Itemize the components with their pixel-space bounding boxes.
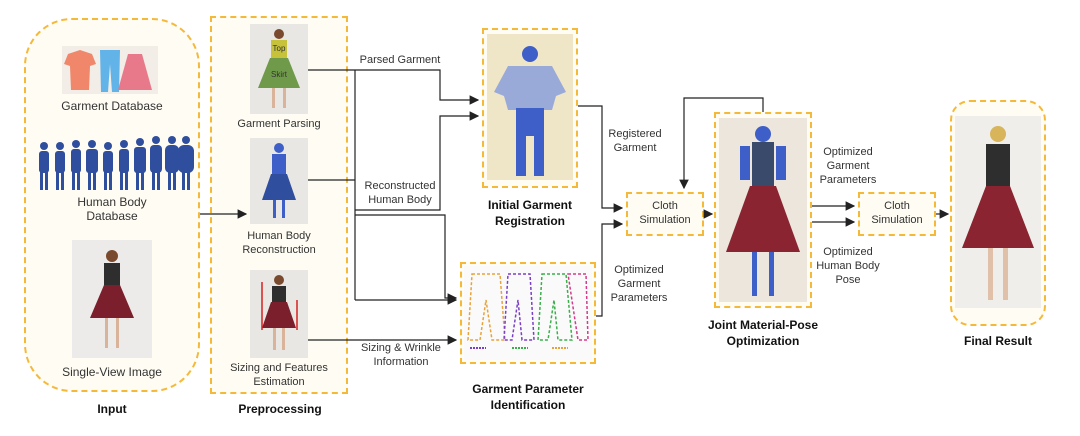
opt-garment-params-label-1: Optimized [823,146,873,158]
arrow-recon-to-param-id [355,214,458,303]
registered-garment-label-1: Registered [608,128,662,140]
recon-body-label-2: Human Body [368,194,432,206]
registration-title-1: Initial Garment [487,198,573,212]
joint-title-1: Joint Material-Pose [707,318,819,332]
sizing-features-image [250,270,308,358]
top-tag: Top [272,44,286,53]
input-title: Input [97,402,127,416]
preprocessing-title: Preprocessing [238,402,322,416]
garment-database-label: Garment Database [61,99,163,113]
human-body-database-label-1: Human Body [77,195,147,209]
garment-database-icons [62,46,158,94]
registration-figure [487,34,573,180]
param-id-title-1: Garment Parameter [472,382,584,396]
arrow-feedback-loop [679,97,764,190]
recon-label-2: Reconstruction [242,244,316,256]
opt-params-label-1: Optimized [614,264,664,276]
cloth-sim-1-label-2: Simulation [639,214,691,226]
final-result-title: Final Result [963,334,1032,348]
opt-pose-label-1: Optimized [823,246,873,258]
arrow-param-id-to-cloth-sim [596,219,624,317]
opt-pose-label-2: Human Body [816,260,880,272]
cloth-sim-box-1 [626,192,704,236]
joint-title-2: Optimization [726,334,800,348]
registered-garment-label-2: Garment [613,142,657,154]
cloth-sim-2-label-1: Cloth [884,200,910,212]
single-view-image-label: Single-View Image [62,365,162,379]
cloth-sim-box-2 [858,192,936,236]
single-view-image [72,240,152,358]
opt-pose-label-3: Pose [835,274,861,286]
arrow-registration-to-cloth-sim [578,105,624,213]
parsed-garment-label: Parsed Garment [359,54,441,66]
skirt-tag: Skirt [271,70,287,79]
param-id-title-2: Identification [490,398,566,412]
cloth-sim-2-label-2: Simulation [871,214,923,226]
cloth-sim-1-label-1: Cloth [652,200,678,212]
sizing-info-label-1: Sizing & Wrinkle [361,342,441,354]
garment-parsing-label: Garment Parsing [237,118,321,130]
recon-label-1: Human Body [247,230,311,242]
human-body-database-figures [39,136,194,190]
arrow-recon-to-registration [355,111,480,211]
sizing-info-label-2: Information [373,356,429,368]
opt-params-label-3: Parameters [610,292,668,304]
sizing-label-2: Estimation [253,376,305,388]
human-body-reconstruction-image [250,138,308,224]
final-result-figure [955,116,1041,308]
recon-body-label-1: Reconstructed [364,180,436,192]
garment-parsing-image [250,24,308,114]
registration-title-2: Registration [494,214,565,228]
opt-garment-params-label-2: Garment [826,160,870,172]
opt-params-label-2: Garment [617,278,661,290]
opt-garment-params-label-3: Parameters [819,174,877,186]
human-body-database-label-2: Database [86,209,138,223]
sewing-pattern-image [464,266,592,360]
arrow-parsed-garment [308,69,480,105]
sizing-label-1: Sizing and Features [230,362,328,374]
joint-optimization-figure [719,118,807,302]
